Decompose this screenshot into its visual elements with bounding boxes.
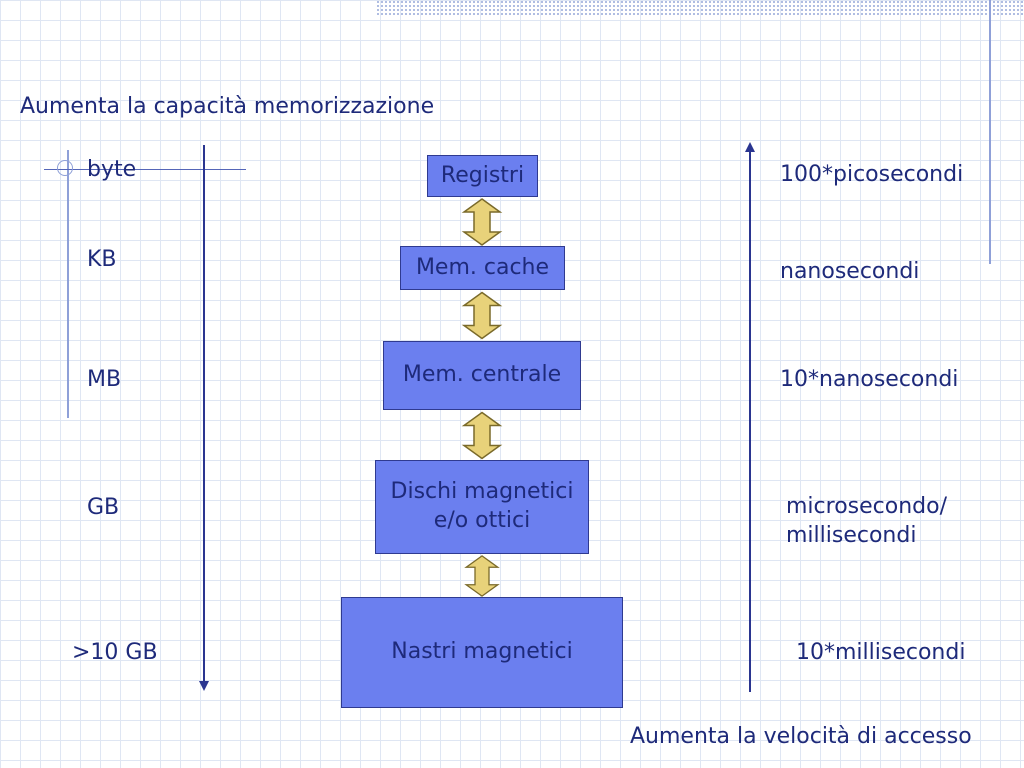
double-arrow-icon [464,555,500,597]
top-dotted-band [376,0,1024,16]
access-time-label: 10*millisecondi [796,640,965,665]
capacity-label-mb: MB [87,367,122,392]
capacity-label-gb: GB [87,495,120,520]
speed-axis-arrow [745,142,755,692]
memory-box-cache: Mem. cache [400,246,565,290]
double-arrow-icon [461,411,503,460]
access-time-label: nanosecondi [780,259,919,284]
speed-title: Aumenta la velocità di accesso [630,724,972,749]
access-time-line1: microsecondo/ [786,494,947,519]
capacity-label-kb: KB [87,247,117,272]
access-time-line1: 100*picosecondi [780,162,964,187]
capacity-title: Aumenta la capacità memorizzazione [20,94,435,119]
memory-box-line1: Mem. centrale [402,362,562,388]
memory-box-line2: e/o ottici [433,508,531,533]
double-arrow-icon [461,198,503,246]
memory-box-dischi: Dischi magnetici e/o ottici [375,460,589,554]
access-time-label: microsecondo/ millisecondi [786,494,947,549]
access-time-line1: 10*millisecondi [796,640,966,665]
memory-box-line1: Dischi magnetici [390,479,574,505]
memory-box-nastri: Nastri magnetici [341,597,623,708]
decor-vertical-line-left [67,150,69,418]
access-time-label: 10*nanosecondi [780,367,958,392]
memory-box-line1: Registri [440,162,525,188]
access-time-label: 100*picosecondi [780,162,963,187]
capacity-label-10gb: >10 GB [72,640,158,665]
capacity-axis-arrow [199,145,209,691]
memory-box-line1: Mem. cache [415,254,550,280]
memory-box-line1: Nastri magnetici [391,639,573,665]
decor-horizontal-line [44,169,246,170]
decor-vertical-line-right [989,0,991,264]
bullet-circle-icon [57,160,73,176]
capacity-label-byte: byte [87,157,137,182]
memory-box-registri: Registri [427,155,538,197]
access-time-line1: 10*nanosecondi [780,367,959,392]
memory-box-centrale: Mem. centrale [383,341,581,410]
access-time-line1: nanosecondi [780,259,920,284]
access-time-line2: millisecondi [786,523,917,549]
double-arrow-icon [461,291,503,340]
